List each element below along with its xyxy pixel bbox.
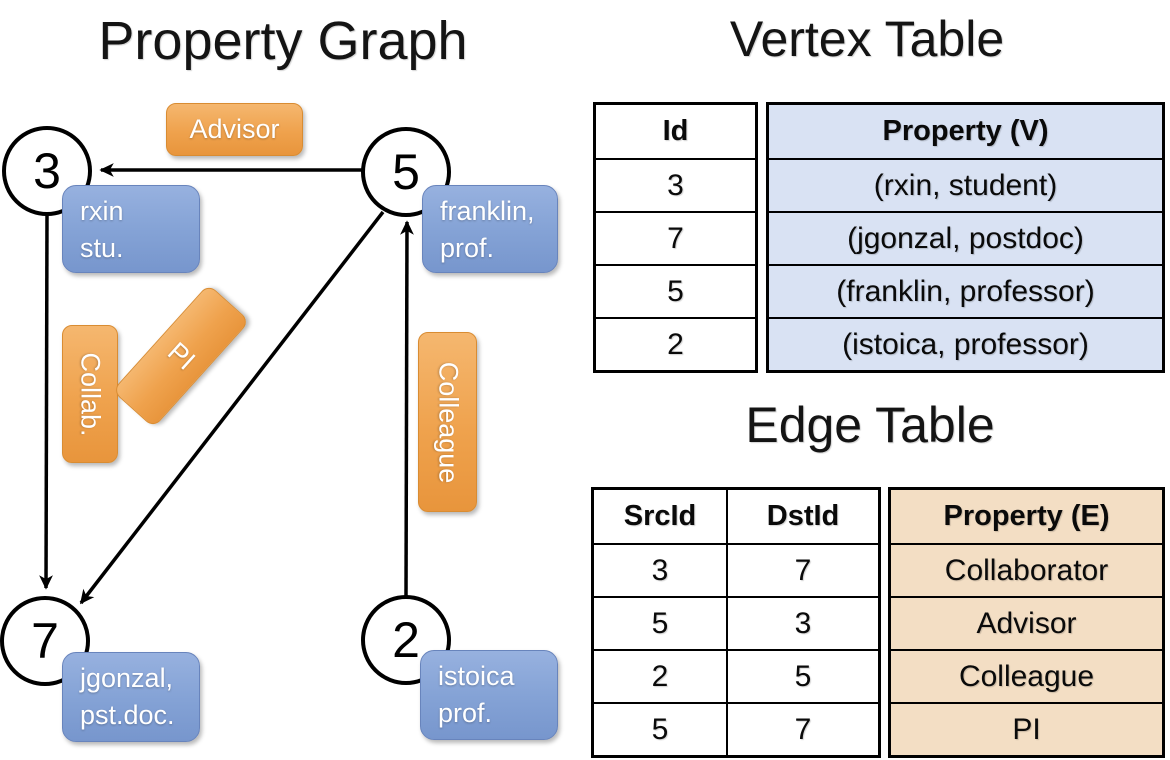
node-circle-2: 2 <box>361 595 451 685</box>
vertex-property-line: istoica <box>438 661 515 691</box>
edge-5-to-7-pi <box>79 210 385 605</box>
edge-table-src-header: SrcId <box>594 490 728 543</box>
edge-label-pi-text: PI <box>161 335 201 376</box>
vertex-table-property-cell: (franklin, professor) <box>769 264 1162 317</box>
edge-label-colleague: Colleague <box>418 332 477 512</box>
vertex-table-id-header: Id <box>662 115 689 147</box>
vertex-property-line: franklin, <box>440 196 535 226</box>
vertex-table-property-cell: (jgonzal, postdoc) <box>769 211 1162 264</box>
edge-table-dst-cell: 3 <box>728 596 878 649</box>
vertex-property-line: prof. <box>440 233 495 263</box>
edge-table-property-cell: PI <box>891 702 1162 755</box>
vertex-table-title: Vertex Table <box>729 11 1005 67</box>
edge-label-advisor-text: Advisor <box>189 114 280 144</box>
vertex-table-property-column: Property (V) (rxin, student) (jgonzal, p… <box>766 102 1165 373</box>
edge-label-collab-text: Collab. <box>75 351 106 437</box>
edge-label-collab: Collab. <box>62 325 118 463</box>
vertex-table-property-cell: (rxin, student) <box>769 158 1162 211</box>
vertex-table-property-header: Property (V) <box>769 105 1162 158</box>
edge-table-property-cell: Advisor <box>891 596 1162 649</box>
edge-table-src-cell: 5 <box>594 702 728 755</box>
vertex-table-id-cell: 7 <box>596 211 755 264</box>
edge-table-property-column: Property (E) Collaborator Advisor Collea… <box>888 487 1165 758</box>
edge-table-dst-cell: 5 <box>728 649 878 702</box>
edge-label-advisor: Advisor <box>166 103 303 156</box>
edge-table-src-cell: 3 <box>594 543 728 596</box>
edge-table-id-columns: SrcId DstId 3 7 5 3 2 5 5 7 <box>591 487 881 758</box>
edge-table-property-cell: Colleague <box>891 649 1162 702</box>
vertex-property-box-3: rxin stu. <box>62 185 200 273</box>
property-graph-title: Property Graph <box>98 11 468 71</box>
vertex-property-line: pst.doc. <box>80 700 175 730</box>
vertex-table-id-column: Id 3 7 5 2 <box>593 102 758 373</box>
edge-table-dst-cell: 7 <box>728 702 878 755</box>
vertex-table-id-cell: 5 <box>596 264 755 317</box>
edge-table-property-header: Property (E) <box>891 490 1162 543</box>
edge-table-property-cell: Collaborator <box>891 543 1162 596</box>
vertex-property-box-5: franklin, prof. <box>422 185 558 273</box>
edge-table-dst-header: DstId <box>766 500 840 532</box>
vertex-table-property-cell: (istoica, professor) <box>769 317 1162 370</box>
vertex-property-line: rxin <box>80 196 124 226</box>
vertex-property-line: stu. <box>80 233 124 263</box>
edge-table-src-cell: 5 <box>594 596 728 649</box>
edge-table-dst-cell: 7 <box>728 543 878 596</box>
vertex-property-line: prof. <box>438 698 493 728</box>
edge-table-src-cell: 2 <box>594 649 728 702</box>
vertex-property-box-2: istoica prof. <box>420 650 558 740</box>
vertex-table-id-cell: 3 <box>596 158 755 211</box>
graph-edges <box>39 163 414 605</box>
vertex-property-box-7: jgonzal, pst.doc. <box>62 652 200 742</box>
node-circle-5: 5 <box>361 127 451 217</box>
edge-table-title: Edge Table <box>745 397 995 453</box>
vertex-table-id-cell: 2 <box>596 317 755 370</box>
vertex-property-line: jgonzal, <box>80 663 174 693</box>
edge-2-to-5-colleague <box>400 220 414 598</box>
edge-3-to-7-collaborator <box>39 213 53 590</box>
edge-label-colleague-text: Colleague <box>433 361 463 483</box>
